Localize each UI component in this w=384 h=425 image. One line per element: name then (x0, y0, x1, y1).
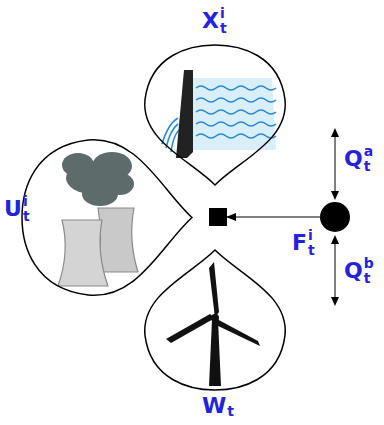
node-outline (145, 250, 285, 390)
subscript: t (364, 159, 373, 174)
market-node (320, 202, 350, 232)
index-stack: it (220, 6, 227, 35)
math-symbol: Qbt (344, 256, 374, 285)
math-symbol: Uit (4, 194, 30, 223)
math-symbol: Wt (202, 394, 234, 419)
node-outline (209, 208, 227, 226)
superscript: i (308, 228, 315, 243)
subscript: t (23, 209, 30, 224)
index-stack: it (23, 194, 30, 223)
wind-turbine-illustration (166, 262, 260, 386)
wind-region: Wt (145, 250, 285, 390)
superscript: a (364, 144, 373, 159)
math-symbol: Qat (344, 144, 373, 173)
superscript: i (23, 194, 30, 209)
symbol-letter: F (292, 232, 307, 254)
node-shape (22, 140, 192, 296)
math-symbol: Fit (292, 228, 315, 257)
index-stack: at (364, 144, 373, 173)
node-outline (22, 140, 192, 295)
node-shape (145, 250, 286, 390)
node-outline (145, 45, 285, 185)
node-shape (145, 45, 286, 185)
flow-arrow (227, 217, 320, 218)
superscript: b (364, 256, 374, 271)
node-shape (209, 208, 227, 226)
subscript: t (308, 243, 315, 258)
index-stack: t (227, 394, 234, 419)
math-symbol: Xit (202, 6, 227, 35)
power-plant-illustration (58, 152, 138, 286)
node-outline (320, 202, 350, 232)
superscript: i (220, 6, 227, 21)
thermal-region: Uit (22, 140, 192, 295)
subscript: t (220, 21, 227, 36)
index-stack: it (308, 228, 315, 257)
index-stack: bt (364, 256, 374, 285)
dam-illustration (162, 70, 276, 158)
symbol-letter: W (202, 395, 226, 417)
subscript: t (364, 271, 374, 286)
symbol-letter: Q (344, 148, 363, 170)
bus-node (209, 208, 227, 226)
symbol-letter: Q (344, 260, 363, 282)
symbol-letter: U (4, 198, 22, 220)
subscript: t (227, 404, 234, 419)
symbol-letter: X (202, 10, 219, 32)
node-shape (320, 202, 350, 232)
reservoir-region: Xit (145, 45, 285, 185)
